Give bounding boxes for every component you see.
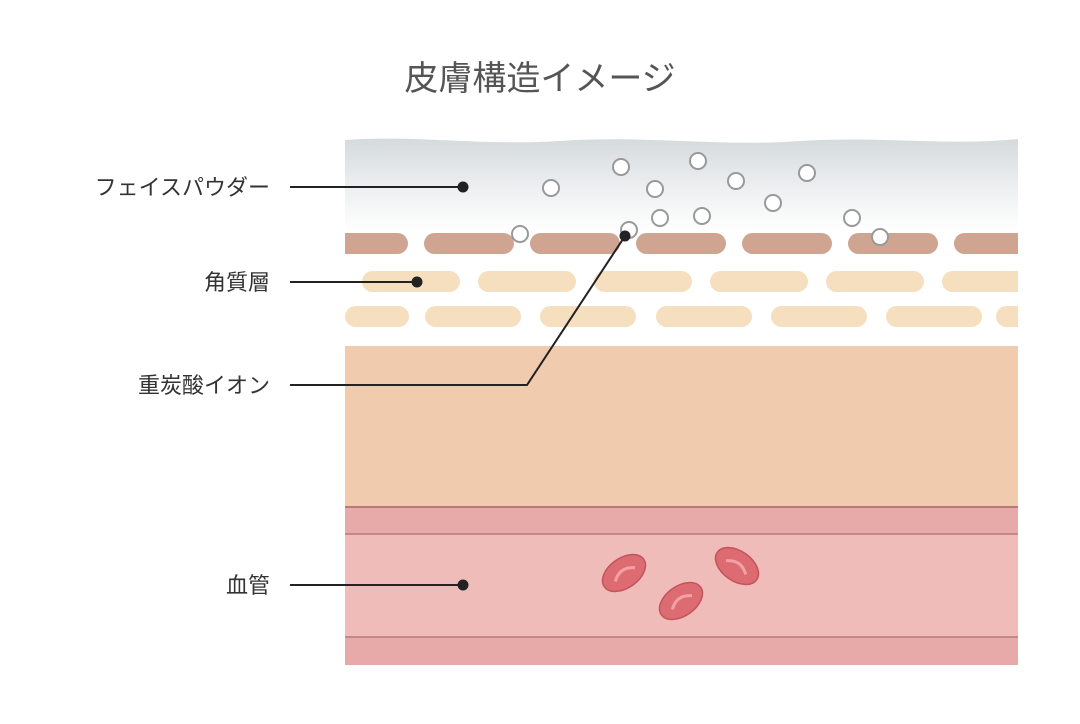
corneum-cell bbox=[636, 233, 726, 254]
dermis-layer bbox=[345, 346, 1018, 506]
bicarbonate-ion bbox=[871, 228, 889, 246]
corneum-cell bbox=[886, 306, 982, 327]
corneum-cell bbox=[594, 271, 692, 292]
powder-layer bbox=[345, 138, 1018, 232]
corneum-cell bbox=[771, 306, 867, 327]
corneum-cell bbox=[345, 306, 409, 327]
bicarbonate-ion bbox=[542, 179, 560, 197]
leader-powder bbox=[290, 181, 469, 193]
corneum-cell bbox=[954, 233, 1018, 254]
vessel-wall-bottom bbox=[345, 637, 1018, 665]
corneum-cell bbox=[742, 233, 832, 254]
bicarbonate-ion bbox=[646, 180, 664, 198]
label-stratum-corneum: 角質層 bbox=[204, 271, 270, 296]
bicarbonate-ion bbox=[612, 158, 630, 176]
bicarbonate-ion bbox=[727, 172, 745, 190]
label-face-powder: フェイスパウダー bbox=[95, 176, 270, 201]
leader-ion bbox=[290, 230, 631, 386]
corneum-row-light-1 bbox=[362, 271, 1018, 292]
bicarbonate-ion bbox=[798, 164, 816, 182]
corneum-cell bbox=[942, 271, 1018, 292]
leader-vessel bbox=[290, 579, 469, 591]
corneum-cell bbox=[656, 306, 752, 327]
bicarbonate-ion bbox=[511, 225, 529, 243]
label-blood-vessel: 血管 bbox=[226, 574, 270, 599]
marker-dot bbox=[619, 230, 631, 242]
corneum-cell bbox=[478, 271, 576, 292]
corneum-cell bbox=[424, 233, 514, 254]
marker-dot bbox=[411, 276, 423, 288]
bicarbonate-ion bbox=[689, 152, 707, 170]
label-bicarbonate-ion: 重炭酸イオン bbox=[138, 374, 270, 399]
bicarbonate-ion bbox=[651, 209, 669, 227]
bicarbonate-ions bbox=[511, 152, 889, 246]
corneum-cell bbox=[848, 233, 938, 254]
corneum-cell bbox=[425, 306, 521, 327]
marker-dot bbox=[457, 579, 469, 591]
corneum-row-light-2 bbox=[345, 306, 1018, 327]
corneum-cell bbox=[710, 271, 808, 292]
corneum-cell bbox=[540, 306, 636, 327]
corneum-cell bbox=[826, 271, 924, 292]
marker-dot bbox=[457, 181, 469, 193]
corneum-cell bbox=[530, 233, 620, 254]
corneum-cell bbox=[345, 233, 408, 254]
vessel-wall-top bbox=[345, 506, 1018, 534]
corneum-cell bbox=[996, 306, 1018, 327]
leader-corneum bbox=[290, 276, 423, 288]
blood-cell bbox=[714, 546, 760, 586]
bicarbonate-ion bbox=[843, 209, 861, 227]
blood-cell bbox=[601, 553, 647, 593]
diagram-title: 皮膚構造イメージ bbox=[404, 59, 675, 99]
bicarbonate-ion bbox=[693, 207, 711, 225]
bicarbonate-ion bbox=[764, 194, 782, 212]
corneum-row-dark bbox=[345, 233, 1018, 254]
blood-cell bbox=[658, 581, 704, 621]
